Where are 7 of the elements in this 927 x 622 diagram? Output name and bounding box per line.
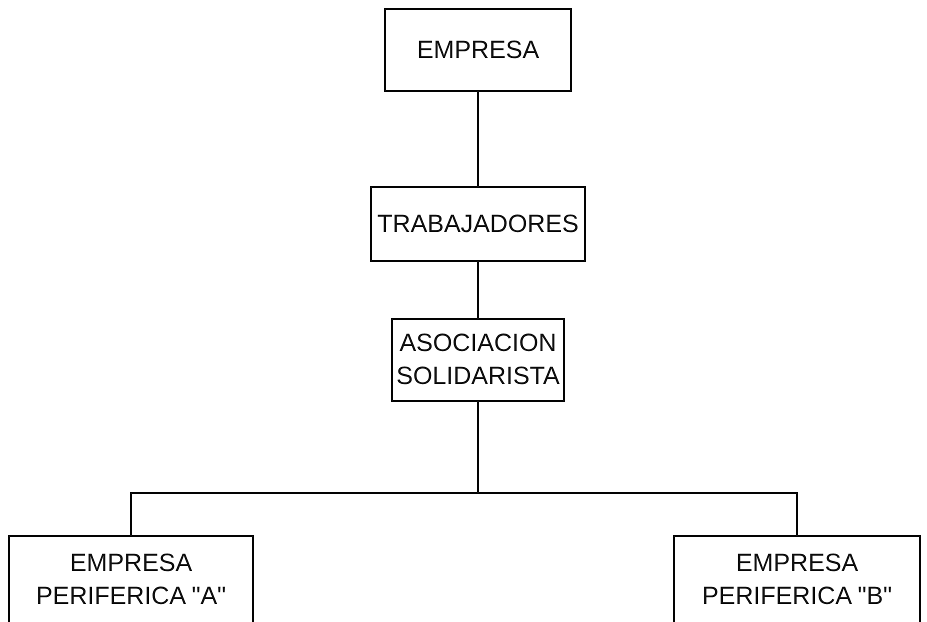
org-box: EMPRESA PERIFERICA "B": [673, 535, 921, 622]
org-box: TRABAJADORES: [370, 186, 586, 262]
org-box: EMPRESA PERIFERICA "A": [8, 535, 254, 622]
org-box: ASOCIACION SOLIDARISTA: [391, 318, 565, 402]
org-box: EMPRESA: [384, 8, 572, 92]
connector-line: [477, 92, 479, 186]
connector-line: [477, 262, 479, 318]
